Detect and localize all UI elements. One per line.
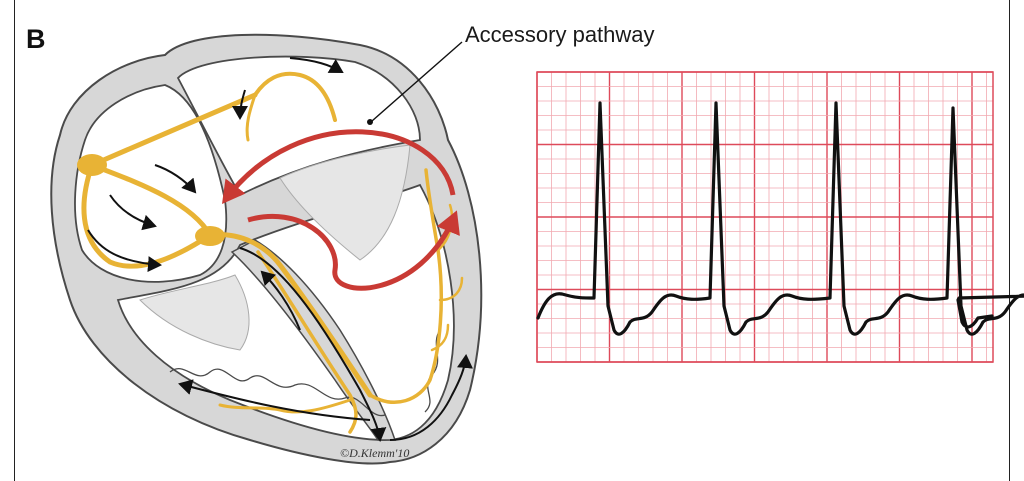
purkinje-fibers-right — [218, 398, 352, 414]
accessory-pathway-arrows — [221, 129, 460, 291]
bachmann-bundle — [253, 71, 337, 122]
ecg-strip — [536, 71, 1024, 363]
accessory-pathway-label: Accessory pathway — [465, 22, 655, 47]
left-atrial-branch — [245, 93, 257, 142]
ventricle-trabeculae — [169, 368, 386, 417]
ecg-grid-border — [536, 71, 994, 363]
bundle-of-his — [207, 232, 373, 398]
right-atrium — [74, 84, 228, 283]
accessory-arrow-anterograde — [247, 210, 460, 291]
arrow-ra-middle — [109, 194, 157, 231]
left-bundle-branch — [368, 168, 444, 404]
arrow-septum-down — [239, 247, 387, 442]
sa-node — [77, 154, 107, 176]
label-leader-line — [371, 41, 463, 122]
right-bundle-branch — [256, 250, 358, 434]
label-leader-dot — [367, 119, 373, 125]
conduction-arrows — [87, 57, 473, 442]
av-node — [195, 226, 225, 246]
mitral-valve — [279, 144, 411, 261]
accessory-arrow-retrograde — [221, 129, 456, 204]
arrow-rv-left — [178, 379, 371, 421]
heart-illustration — [50, 33, 483, 465]
internodal-pathway-posterior — [81, 162, 213, 269]
figure-frame — [14, 0, 1010, 481]
ecg-trace — [536, 101, 1024, 336]
tricuspid-valve — [139, 274, 250, 351]
panel-letter: B — [26, 24, 46, 54]
internodal-pathway-anterior — [89, 162, 213, 238]
arrow-atrial-down — [232, 89, 249, 120]
left-atrium — [176, 55, 421, 197]
internodal-pathway-upper — [89, 92, 258, 168]
artist-signature: ©D.Klemm'10 — [340, 446, 410, 460]
arrow-lv-up — [389, 354, 473, 441]
arrow-atrial-top — [289, 57, 344, 74]
arrow-ra-lower — [87, 229, 162, 273]
arrow-ra-upper — [154, 164, 197, 194]
arrow-septum-up — [260, 270, 301, 331]
